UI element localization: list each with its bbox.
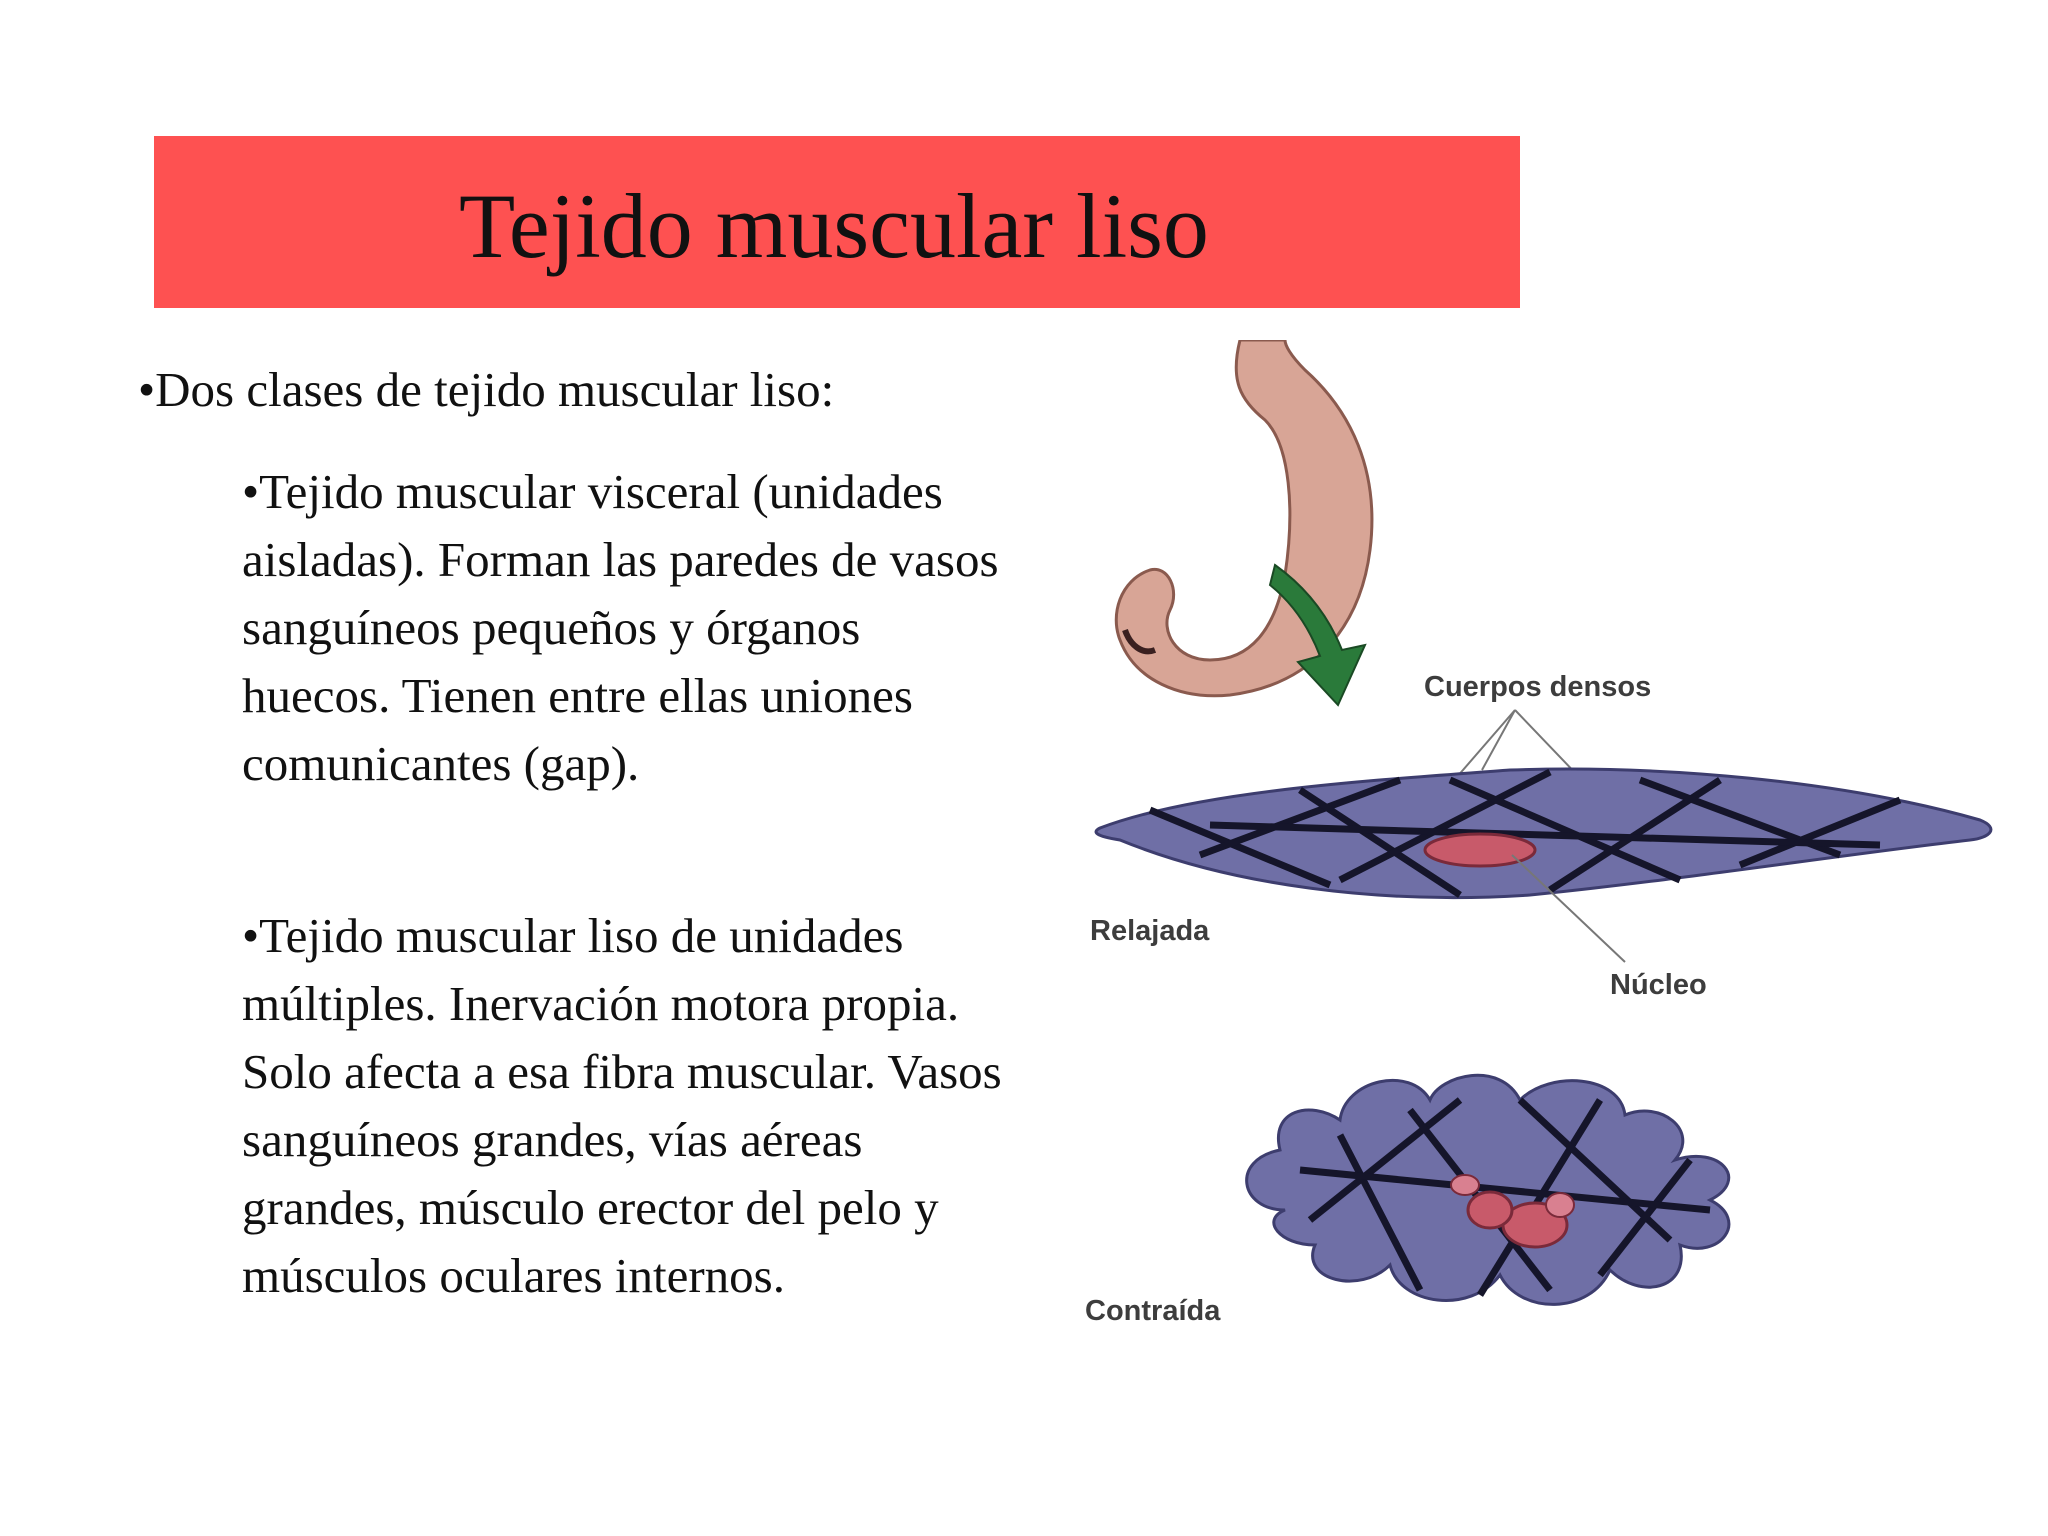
bullet-visceral: •Tejido muscular visceral (unidades aisl… (242, 464, 999, 791)
green-arrow-icon (1268, 563, 1367, 707)
label-cuerpos-densos: Cuerpos densos (1424, 671, 1651, 703)
contracted-cell (1245, 1073, 1731, 1306)
slide-title: Tejido muscular liso (459, 175, 1209, 277)
smooth-muscle-figure: Cuerpos densos Relajada Núcleo (1085, 340, 1993, 1327)
relaxed-nucleus (1423, 832, 1537, 868)
contracted-filaments (1299, 1097, 1711, 1297)
relaxed-cell (1094, 767, 1993, 899)
lead-bullet: •Dos clases de tejido muscular liso: (138, 362, 835, 417)
label-contraida: Contraída (1085, 1295, 1221, 1327)
contracted-nucleus (1450, 1174, 1575, 1249)
pointer-line (1511, 854, 1626, 963)
stomach-opening (1122, 628, 1157, 655)
label-relajada: Relajada (1090, 915, 1210, 947)
relaxed-filaments (1148, 768, 1902, 898)
bullet-multiunit: •Tejido muscular liso de unidades múltip… (242, 908, 1002, 1303)
label-nucleo: Núcleo (1610, 969, 1707, 1001)
title-bar: Tejido muscular liso (154, 136, 1520, 308)
pointer-line (1481, 709, 1516, 771)
